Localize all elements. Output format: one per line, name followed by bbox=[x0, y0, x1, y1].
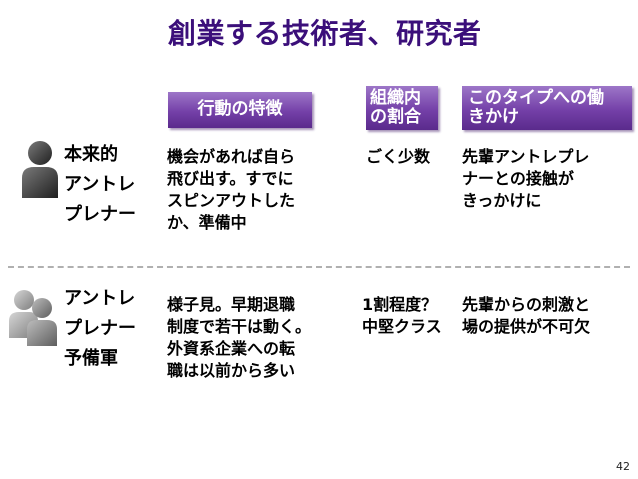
cell-line: 1割程度？ bbox=[362, 295, 438, 314]
cell-line: 外資系企業への転 bbox=[167, 339, 296, 358]
header-ratio-line1: 組織内 bbox=[370, 88, 421, 108]
row-label-line: プレナー bbox=[64, 204, 136, 225]
cell-line: 先輩アントレプレ bbox=[462, 147, 590, 166]
person-icon bbox=[22, 141, 58, 198]
header-approach-line2: きかけ bbox=[468, 107, 519, 127]
page-number: 42 bbox=[616, 460, 630, 473]
cell-line: 場の提供が不可欠 bbox=[462, 317, 591, 336]
cell-line: ごく少数 bbox=[366, 147, 431, 166]
header-ratio-line2: の割合 bbox=[370, 107, 421, 127]
cell-line: 職は以前から多い bbox=[167, 361, 296, 380]
cell-line: 飛び出す。すでに bbox=[167, 169, 294, 188]
cell-ratio: 1割程度？ 中堅クラス bbox=[362, 294, 442, 338]
cell-line: 機会があれば自ら bbox=[167, 147, 296, 166]
cell-line: スピンアウトした bbox=[167, 191, 296, 210]
cell-line: 制度で若干は動く。 bbox=[167, 317, 312, 336]
cell-behavior: 様子見。早期退職 制度で若干は動く。 外資系企業への転 職は以前から多い bbox=[167, 294, 311, 382]
cell-behavior: 機会があれば自ら 飛び出す。すでに スピンアウトした か、準備中 bbox=[167, 146, 295, 234]
row-label-line: アントレ bbox=[64, 174, 136, 195]
header-approach: このタイプへの働 きかけ bbox=[462, 86, 632, 130]
people-group-icon bbox=[9, 290, 57, 346]
cell-line: 様子見。早期退職 bbox=[167, 295, 296, 314]
cell-line: か、準備中 bbox=[167, 213, 247, 232]
header-behavior: 行動の特徴 bbox=[168, 92, 312, 128]
cell-line: きっかけに bbox=[462, 191, 542, 210]
cell-ratio: ごく少数 bbox=[366, 146, 430, 168]
header-behavior-label: 行動の特徴 bbox=[197, 99, 283, 119]
row-divider bbox=[8, 266, 630, 268]
row-label-entrepreneur-candidates: アントレ プレナー 予備軍 bbox=[64, 284, 136, 374]
slide-title: 創業する技術者、研究者 bbox=[168, 17, 482, 50]
cell-line: 先輩からの刺激と bbox=[462, 295, 591, 314]
row-label-line: アントレ bbox=[64, 288, 136, 309]
cell-approach: 先輩アントレプレ ナーとの接触が きっかけに bbox=[462, 146, 589, 212]
row-label-line: 本来的 bbox=[64, 144, 118, 165]
cell-line: ナーとの接触が bbox=[462, 169, 574, 188]
cell-approach: 先輩からの刺激と 場の提供が不可欠 bbox=[462, 294, 590, 338]
row-label-line: 予備軍 bbox=[64, 348, 118, 369]
header-ratio: 組織内 の割合 bbox=[366, 86, 438, 130]
row-label-natural-entrepreneur: 本来的 アントレ プレナー bbox=[64, 140, 136, 230]
header-approach-line1: このタイプへの働 bbox=[468, 88, 604, 108]
cell-line: 中堅クラス bbox=[362, 317, 442, 336]
row-label-line: プレナー bbox=[64, 318, 136, 339]
